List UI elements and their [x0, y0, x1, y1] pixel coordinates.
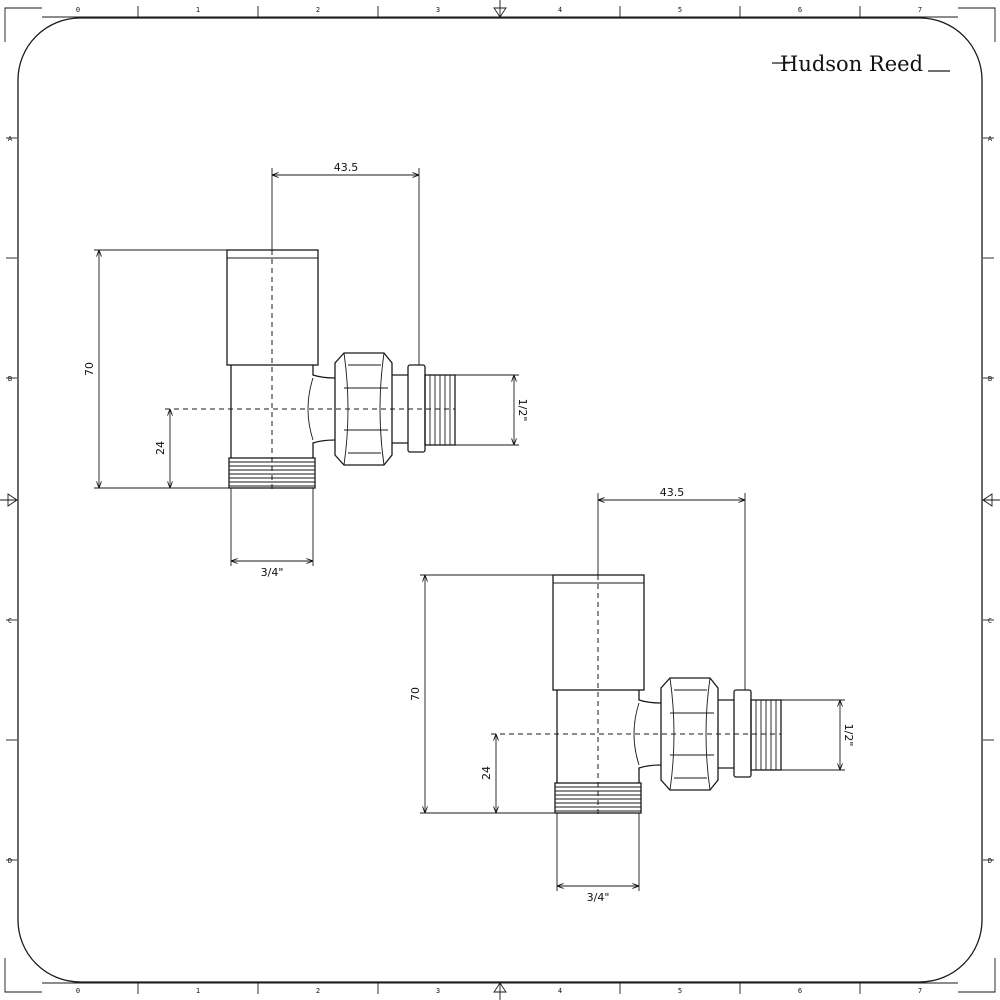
nut-collar — [392, 374, 408, 444]
nut-facets — [343, 352, 388, 466]
center-marker-icon — [493, 0, 507, 18]
ruler-column-label: 5 — [678, 6, 682, 14]
ruler-column-label: 4 — [558, 987, 562, 995]
inlet-thread — [228, 457, 316, 489]
ruler-column-label: 6 — [798, 987, 802, 995]
outlet-dimension-label: 1/2" — [842, 724, 855, 747]
ruler-column-label: 3 — [436, 987, 440, 995]
inlet-dimension-label: 3/4" — [587, 891, 610, 904]
ruler-row-label: C — [988, 617, 992, 625]
ruler-row-label: A — [8, 135, 13, 143]
extension-line — [230, 488, 314, 566]
height-dimension-label: 70 — [409, 687, 422, 701]
ruler-row-label: D — [988, 857, 992, 865]
extension-line — [556, 813, 640, 891]
nut-facets — [669, 677, 714, 791]
center-marker-icon — [0, 493, 18, 507]
valve-view-bottom: 43.5 70 24 3/4" 1/2" — [409, 486, 855, 904]
extension-line — [781, 699, 845, 771]
extension-line — [455, 374, 519, 446]
center-dimension-label: 24 — [154, 441, 167, 455]
valve-body — [556, 690, 662, 783]
body-neck — [633, 702, 640, 766]
ruler-column-label: 0 — [76, 6, 80, 14]
ruler-row-label: C — [8, 617, 12, 625]
ruler-column-label: 1 — [196, 987, 200, 995]
ruler-column-label: 7 — [918, 987, 922, 995]
drawing-frame — [4, 7, 996, 993]
center-dimension-label: 24 — [480, 766, 493, 780]
ruler-column-label: 2 — [316, 987, 320, 995]
body-neck — [307, 377, 314, 441]
ruler-column-label: 4 — [558, 6, 562, 14]
inlet-thread — [554, 782, 642, 814]
ruler-row-label: A — [988, 135, 993, 143]
outlet-dimension-label: 1/2" — [516, 399, 529, 422]
center-marker-icon — [982, 493, 1000, 507]
center-marker-icon — [493, 982, 507, 1000]
ruler-row-label: D — [8, 857, 12, 865]
ruler-column-label: 6 — [798, 6, 802, 14]
inlet-dimension-label: 3/4" — [261, 566, 284, 579]
valve-view-top: 43.5 70 24 3/4" 1/2" — [83, 161, 529, 579]
ruler-column-label: 2 — [316, 6, 320, 14]
valve-body — [230, 365, 336, 458]
ruler-row-label: B — [988, 375, 992, 383]
nut-collar — [718, 699, 734, 769]
ruler-column-label: 0 — [76, 987, 80, 995]
logo-text: Hudson Reed — [780, 52, 923, 76]
ruler-row-label: B — [8, 375, 12, 383]
ruler-column-label: 7 — [918, 6, 922, 14]
ruler-column-label: 3 — [436, 6, 440, 14]
width-dimension-label: 43.5 — [660, 486, 685, 499]
hudson-reed-logo: Hudson Reed — [772, 52, 950, 76]
ruler-column-label: 1 — [196, 6, 200, 14]
ruler-column-label: 5 — [678, 987, 682, 995]
height-dimension-label: 70 — [83, 362, 96, 376]
width-dimension-label: 43.5 — [334, 161, 359, 174]
